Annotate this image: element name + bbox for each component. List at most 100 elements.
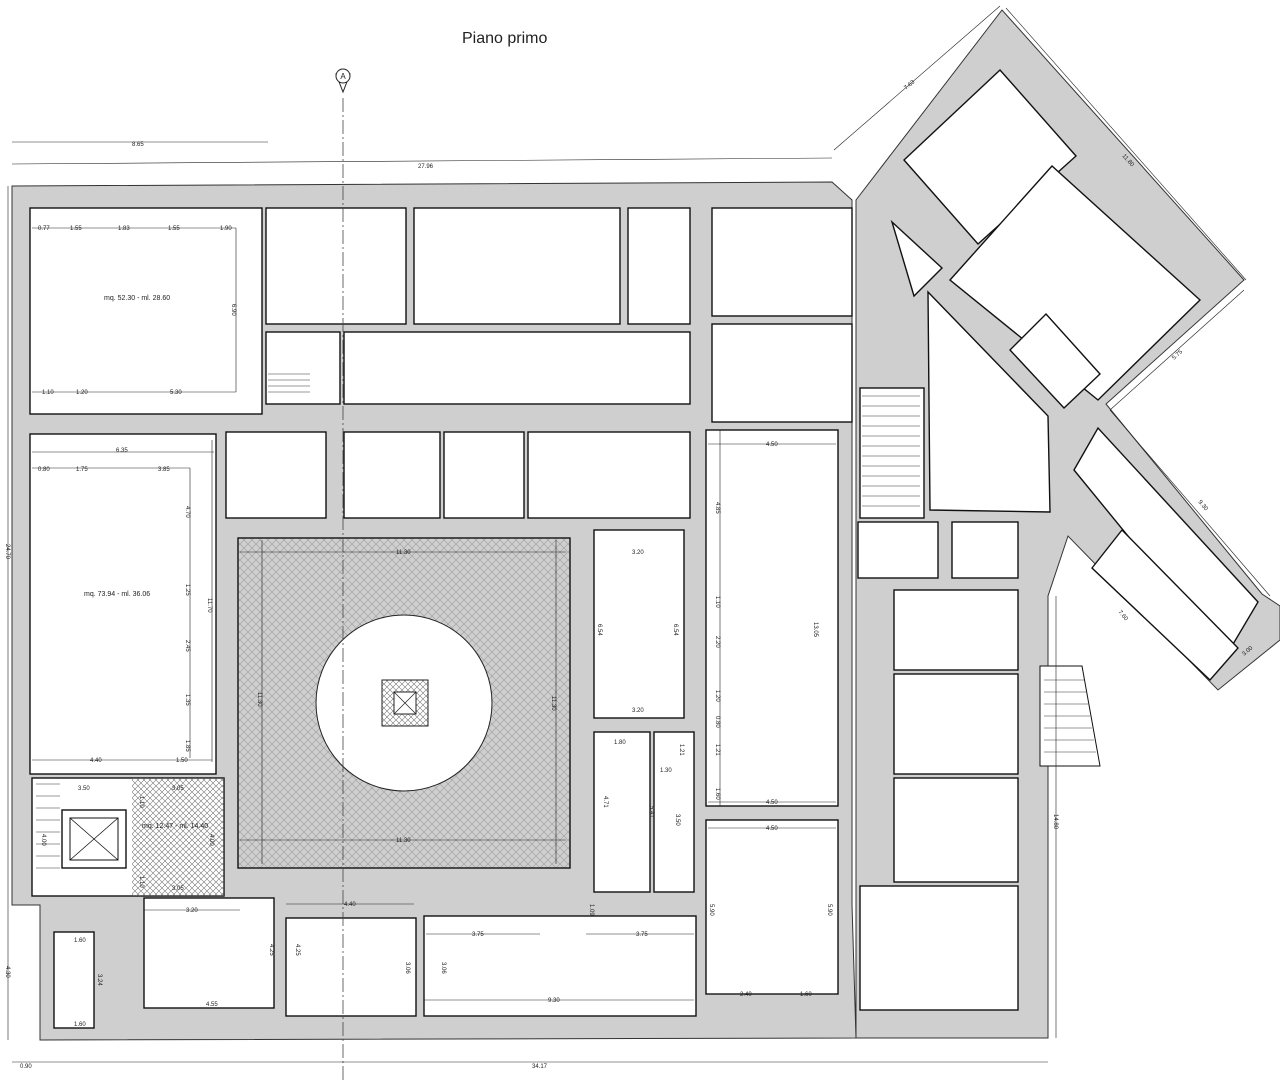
- room-mid-1: [593, 529, 685, 719]
- dim-b-425b: 4.25: [294, 944, 300, 956]
- dim-line-top-2796: [11, 157, 833, 165]
- room-east-landing: [857, 521, 939, 579]
- dim-top-865: 8.65: [132, 142, 144, 148]
- area-room-stair: mq. 12.47 - ml. 14.40: [142, 823, 208, 830]
- east-wing-triangle-2: [927, 290, 1051, 513]
- room-top-left: [29, 207, 263, 415]
- dim-st-110b: 1.10: [138, 876, 144, 888]
- dim-m-320b: 3.20: [632, 708, 644, 714]
- dim-bottom-3417: 34.17: [532, 1064, 548, 1070]
- dim-line-e-575: [1109, 289, 1245, 411]
- dim-b-375a: 3.75: [472, 932, 484, 938]
- dim-m-180: 1.80: [614, 740, 626, 746]
- dim-m-471: 4.71: [602, 796, 608, 808]
- dim-r2-635: 6.35: [116, 448, 128, 454]
- dim-b-320: 3.20: [186, 908, 198, 914]
- dim-e-240: 2.40: [740, 992, 752, 998]
- room-top-2: [413, 207, 621, 325]
- dim-c-1130c: 11.30: [550, 696, 556, 711]
- dim-e-160b: 1.60: [800, 992, 812, 998]
- room-mid-left: [29, 433, 217, 775]
- dim-m-320a: 3.20: [632, 550, 644, 556]
- dim-r2-150: 1.50: [176, 758, 188, 764]
- dim-m-654a: 6.54: [596, 624, 602, 636]
- dim-right-1480: 14.80: [1052, 814, 1058, 830]
- room-east-lower: [705, 819, 839, 995]
- dim-st-400a: 4.00: [40, 834, 46, 846]
- dim-e-590b: 5.90: [826, 904, 832, 916]
- dim-r2-1170: 11.70: [206, 598, 212, 613]
- room-east-2: [893, 673, 1019, 775]
- east-wing-room-1: [903, 68, 1077, 245]
- dim-bottom-090: 0.90: [20, 1064, 32, 1070]
- elevator-core: [69, 817, 119, 861]
- room-top-3: [627, 207, 691, 325]
- room-row2-1: [225, 431, 327, 519]
- dim-b-306a: 3.06: [404, 962, 410, 974]
- dim-r1-120: 1.20: [76, 390, 88, 396]
- stair-east: [859, 387, 925, 519]
- corridor-top: [343, 331, 691, 405]
- room-east-4: [859, 885, 1019, 1011]
- dim-e-575: 5.75: [1171, 349, 1184, 362]
- dim-line-ne-763: [833, 5, 1001, 151]
- dim-r1-155a: 1.55: [70, 226, 82, 232]
- dim-r1-077: 0.77: [38, 226, 50, 232]
- room-mid-2: [593, 731, 651, 893]
- east-wing-triangle-1: [890, 219, 944, 298]
- dim-e-485: 4.85: [714, 502, 720, 514]
- dim-e-760: 7.60: [1116, 609, 1129, 622]
- room-row2-2: [343, 431, 441, 519]
- elevator-cross-b: [69, 817, 119, 861]
- dim-st-305a: 3.05: [172, 786, 184, 792]
- drawing-title: Piano primo: [462, 30, 548, 47]
- area-room-mid-left: mq. 73.94 - ml. 36.06: [84, 591, 150, 598]
- room-top-1: [265, 207, 407, 325]
- room-east-1: [893, 589, 1019, 671]
- dim-b-306b: 3.06: [440, 962, 446, 974]
- dim-st-110a: 1.10: [138, 796, 144, 808]
- dim-e-1305: 13.05: [812, 622, 818, 638]
- dim-e-450a: 4.50: [766, 442, 778, 448]
- room-row2-3: [443, 431, 525, 519]
- dim-left-2470: 24.70: [4, 544, 10, 560]
- dim-line-e-930: [1109, 409, 1271, 597]
- section-marker-circle: [335, 68, 351, 84]
- room-bottom-left: [53, 931, 95, 1029]
- dim-c-1130a: 11.30: [396, 550, 411, 556]
- dim-c-1130d: 11.30: [396, 838, 411, 844]
- dim-b-375b: 3.75: [636, 932, 648, 938]
- stair-east-small: [951, 521, 1019, 579]
- dim-line-ne-1180: [1005, 7, 1247, 281]
- dim-r2-440: 4.40: [90, 758, 102, 764]
- room-small-stair: [265, 331, 341, 405]
- room-mid-3: [653, 731, 695, 893]
- dim-e-450b: 4.50: [766, 800, 778, 806]
- dim-r2-385: 3.85: [158, 467, 170, 473]
- dim-r2-185: 1.85: [184, 740, 190, 752]
- dim-e-121: 1.21: [714, 744, 720, 756]
- dim-m-121: 1.21: [678, 744, 684, 756]
- dim-r2-125: 1.25: [184, 584, 190, 596]
- east-wing-room-3: [1009, 312, 1101, 409]
- dim-b-440: 4.40: [344, 902, 356, 908]
- room-row2-4: [527, 431, 691, 519]
- dim-b-930: 9.30: [548, 998, 560, 1004]
- dim-r1-530: 5.30: [170, 390, 182, 396]
- dim-left-430: 4.30: [4, 966, 10, 978]
- dim-b-455: 4.55: [206, 1002, 218, 1008]
- dim-b-160b: 1.60: [74, 1022, 86, 1028]
- area-room-top-left: mq. 52.30 - ml. 28.60: [104, 295, 170, 302]
- dim-m-541: 5.41: [648, 806, 654, 818]
- dim-m-654b: 6.54: [672, 624, 678, 636]
- dim-e-450c: 4.50: [766, 826, 778, 832]
- stair-room-hatch: [132, 778, 224, 896]
- dim-e-110: 1.10: [714, 596, 720, 608]
- room-east-3: [893, 777, 1019, 883]
- dim-b-160a: 1.60: [74, 938, 86, 944]
- dim-b-109: 1.09: [588, 904, 594, 916]
- dim-st-400b: 4.00: [208, 834, 214, 846]
- dim-ne-763: 7.63: [903, 79, 916, 92]
- dim-b-425a: 4.25: [268, 944, 274, 956]
